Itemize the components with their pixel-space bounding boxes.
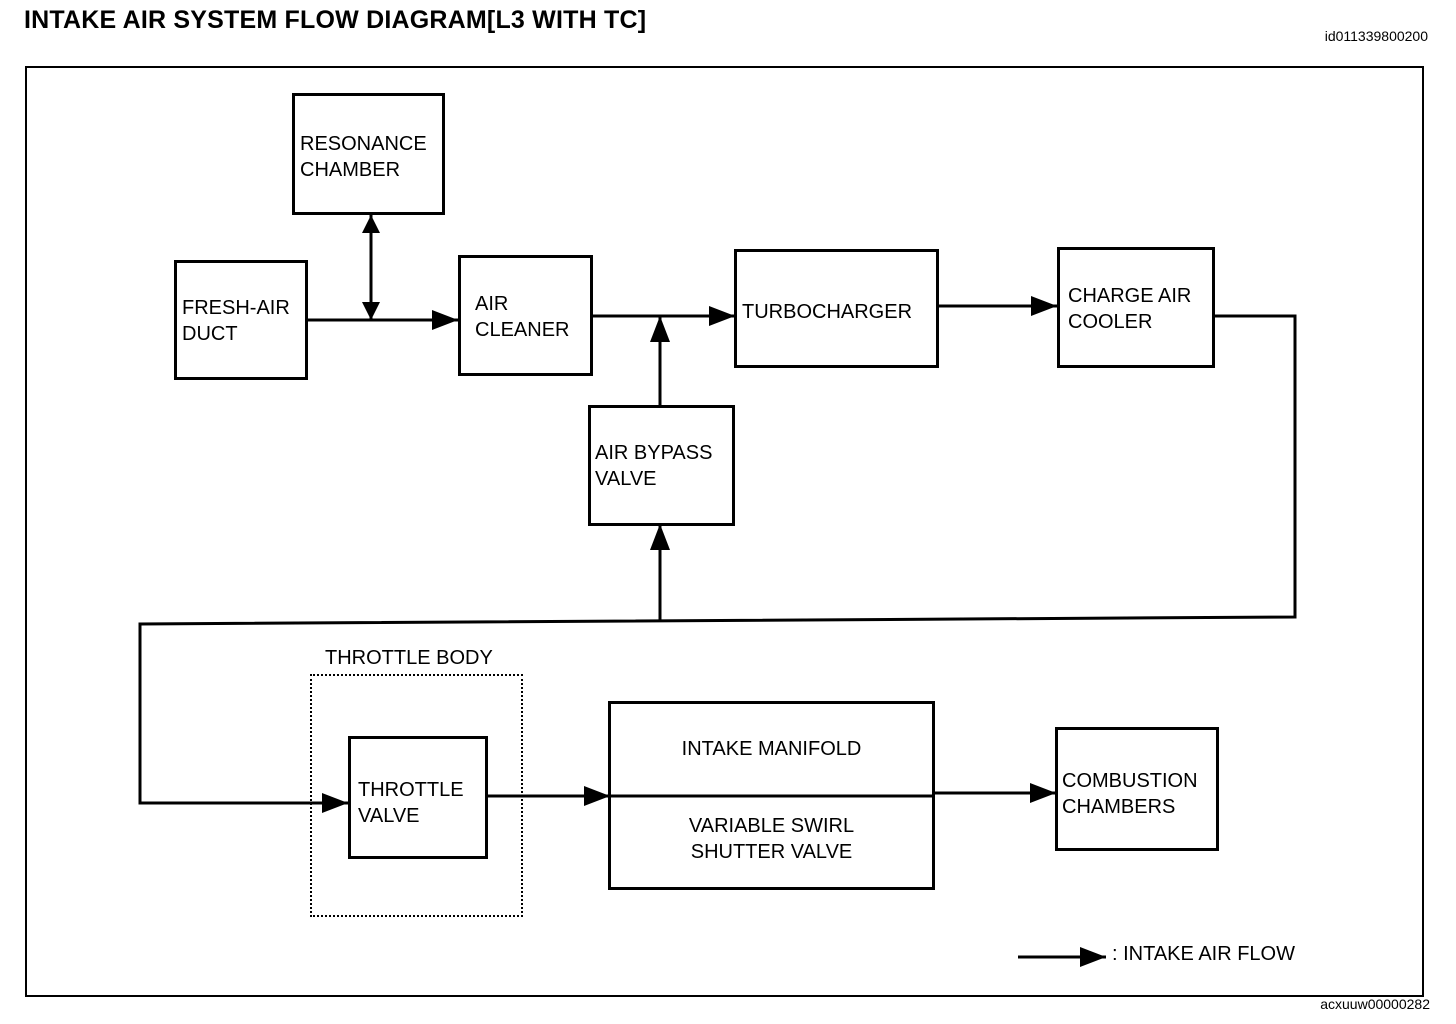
resonance-chamber-box bbox=[292, 93, 445, 215]
intake-manifold-box bbox=[608, 701, 935, 890]
combustion-chambers-box bbox=[1055, 727, 1219, 851]
page-title: INTAKE AIR SYSTEM FLOW DIAGRAM[L3 WITH T… bbox=[24, 6, 647, 34]
combustion-chambers-label: COMBUSTION CHAMBERS bbox=[1062, 770, 1198, 818]
fresh-air-duct-label: FRESH-AIR DUCT bbox=[182, 297, 290, 345]
document-id: id011339800200 bbox=[1324, 28, 1428, 44]
charge-air-cooler-box bbox=[1057, 247, 1215, 368]
air-bypass-valve-label: AIR BYPASS VALVE bbox=[595, 442, 713, 490]
charge-air-cooler-label: CHARGE AIR COOLER bbox=[1068, 285, 1192, 333]
figure-id: acxuuw00000282 bbox=[1320, 996, 1430, 1012]
fresh-air-duct-box bbox=[174, 260, 308, 380]
throttle-valve-label: THROTTLE VALVE bbox=[358, 779, 464, 827]
air-bypass-valve-box bbox=[588, 405, 735, 526]
turbocharger-box bbox=[734, 249, 939, 368]
variable-swirl-shutter-valve-label: VARIABLE SWIRL SHUTTER VALVE bbox=[688, 815, 855, 863]
legend-intake-air-flow: : INTAKE AIR FLOW bbox=[1112, 943, 1295, 965]
air-cleaner-label: AIR CLEANER bbox=[475, 293, 570, 341]
resonance-chamber-label: RESONANCE CHAMBER bbox=[300, 133, 427, 181]
throttle-valve-box bbox=[348, 736, 488, 859]
air-cleaner-box bbox=[458, 255, 593, 376]
throttle-body-outline bbox=[310, 674, 523, 917]
throttle-body-label: THROTTLE BODY bbox=[325, 647, 493, 669]
flow-cooler-loop bbox=[138, 314, 1297, 813]
diagram-frame bbox=[25, 66, 1424, 997]
intake-manifold-label: INTAKE MANIFOLD bbox=[681, 738, 862, 760]
turbocharger-label: TURBOCHARGER bbox=[742, 301, 913, 323]
